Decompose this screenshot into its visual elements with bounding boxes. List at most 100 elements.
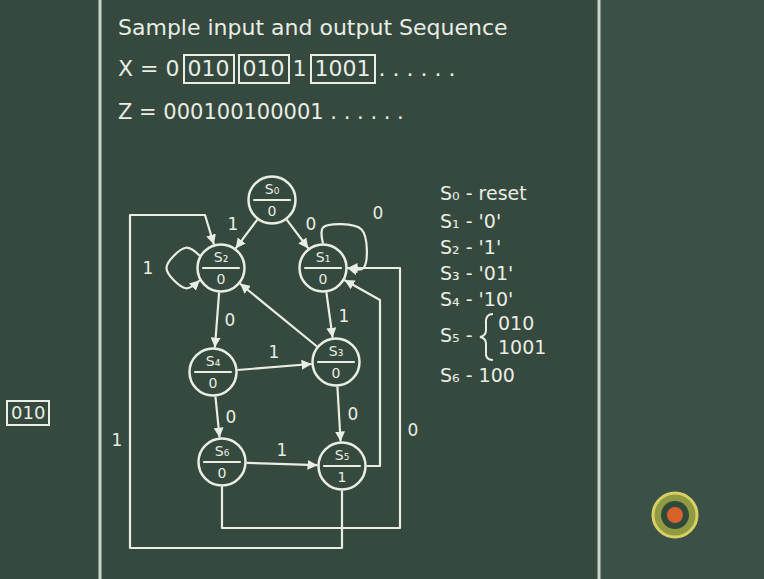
transition-arrow	[130, 215, 342, 548]
chalk-margin-line	[598, 0, 601, 579]
state-circle-outline	[249, 177, 296, 224]
transition-arrow	[237, 364, 311, 370]
state-circle: S₆ 0	[197, 437, 247, 487]
state-circle-outline	[313, 339, 360, 386]
boxed-subsequence: 010	[6, 400, 50, 426]
state-circle-outline	[300, 245, 347, 292]
input-label-holder: 1	[267, 343, 282, 361]
state-circle-outline	[190, 349, 237, 396]
transition-arrow	[240, 284, 317, 347]
boxed-subsequence: 010	[183, 54, 235, 84]
board-note: S₃ - '01'	[440, 262, 513, 285]
board-note: S₀ - reset	[440, 182, 527, 205]
state-name: S₃	[329, 344, 344, 358]
state-divider	[253, 199, 291, 201]
state-divider	[194, 371, 232, 373]
state-name: S₀	[265, 182, 280, 196]
state-name: S₂	[214, 250, 229, 264]
state-name: S₅	[335, 448, 350, 462]
note-holder: Z = 000100100001 . . . . . .	[118, 100, 404, 125]
state-output: 0	[332, 366, 341, 380]
state-circle: S₂ 0	[196, 243, 246, 293]
board-note: 1001	[498, 336, 546, 359]
boxed-subsequence: 010	[238, 54, 290, 84]
side-panel	[600, 0, 764, 579]
state-output: 0	[268, 204, 277, 218]
input-label: 0	[304, 215, 319, 233]
chalk-margin-line	[99, 0, 102, 579]
note-holder: S₅ -	[440, 324, 473, 347]
state-circle: S₅ 1	[317, 441, 367, 491]
input-label-holder: 0	[346, 405, 361, 423]
input-label: 0	[371, 204, 386, 222]
note-holder: S₆ - 100	[440, 364, 515, 387]
sequence-row: X = 001001011001. . . . . .	[118, 54, 455, 84]
input-label: 0	[406, 421, 421, 439]
input-label-holder: 1	[337, 307, 352, 325]
input-label: 1	[141, 259, 156, 277]
transition-arrow	[326, 292, 332, 337]
record-icon	[661, 501, 689, 529]
state-name: S₆	[215, 444, 230, 458]
transition-arrow	[222, 268, 400, 528]
input-label-holder: 1	[141, 259, 156, 277]
board-note: S₂ - '1'	[440, 236, 501, 259]
input-label-holder: 1	[226, 215, 241, 233]
note-holder: S₄ - '10'	[440, 288, 513, 311]
state-divider	[203, 461, 241, 463]
note-holder: S₁ - '0'	[440, 210, 501, 233]
board-note: 1	[293, 56, 307, 82]
state-output: 0	[319, 272, 328, 286]
board-note: X = 0	[118, 56, 180, 82]
curly-brace	[480, 314, 493, 360]
state-circle: S₀ 0	[247, 175, 297, 225]
state-output: 0	[217, 272, 226, 286]
input-label: 0	[223, 311, 238, 329]
note-holder: S₀ - reset	[440, 182, 527, 205]
input-label-holder: 0	[304, 215, 319, 233]
state-divider	[317, 361, 355, 363]
state-output: 1	[338, 470, 347, 484]
state-name: S₁	[316, 250, 331, 264]
board-note: . . . . . .	[379, 56, 456, 82]
transition-arrow	[167, 248, 200, 289]
input-label: 1	[337, 307, 352, 325]
boxed-subsequence: 1001	[310, 54, 376, 84]
state-circle-outline	[199, 439, 246, 486]
record-icon	[653, 493, 697, 537]
note-holder: 1001	[498, 336, 546, 359]
input-label: 1	[110, 431, 125, 449]
input-label-holder: 0	[223, 311, 238, 329]
state-circle: S₄ 0	[188, 347, 238, 397]
input-label: 1	[226, 215, 241, 233]
input-label-holder: 0	[224, 408, 239, 426]
state-circle-outline	[198, 245, 245, 292]
note-holder: S₂ - '1'	[440, 236, 501, 259]
board-note: S₁ - '0'	[440, 210, 501, 233]
state-divider	[304, 267, 342, 269]
title-holder: Sample input and output Sequence	[118, 14, 508, 42]
input-label: 1	[275, 441, 290, 459]
state-divider	[202, 267, 240, 269]
record-icon	[667, 507, 683, 523]
input-label: 0	[224, 408, 239, 426]
board-note: 010	[498, 312, 534, 335]
note-holder: 010	[498, 312, 534, 335]
input-label-holder: 1	[275, 441, 290, 459]
state-circle-outline	[319, 443, 366, 490]
transition-arrow	[215, 396, 219, 437]
note-holder: 010	[6, 400, 50, 426]
state-output: 0	[209, 376, 218, 390]
state-divider	[323, 465, 361, 467]
transition-arrow	[246, 463, 317, 465]
state-name: S₄	[206, 354, 221, 368]
board-note: S₄ - '10'	[440, 288, 513, 311]
transition-arrow	[337, 386, 340, 441]
input-label-holder: 0	[406, 421, 421, 439]
input-label: 0	[346, 405, 361, 423]
state-circle: S₁ 0	[298, 243, 348, 293]
state-output: 0	[218, 466, 227, 480]
